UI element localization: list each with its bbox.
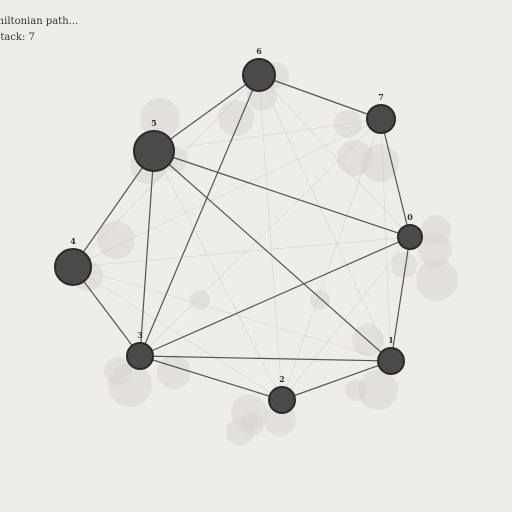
- node-6[interactable]: 6: [242, 46, 276, 92]
- node-2[interactable]: 2: [268, 374, 296, 414]
- ghost-trace: [108, 363, 152, 407]
- edge-0-1: [390, 236, 411, 362]
- status-line-1: Hamiltonian path...: [0, 16, 79, 27]
- ghost-edge: [72, 266, 392, 362]
- ghost-layer: [72, 62, 458, 446]
- edge-3-1: [139, 355, 392, 362]
- node-layer: 0 1 2 3 4 5 6 7: [54, 46, 423, 414]
- edge-layer: [72, 74, 411, 401]
- ghost-edge: [153, 118, 382, 152]
- node-1[interactable]: 1: [377, 335, 405, 375]
- ghost-trace: [358, 370, 398, 410]
- node-circle[interactable]: [126, 342, 154, 370]
- node-5[interactable]: 5: [133, 118, 175, 172]
- ghost-trace: [310, 290, 330, 310]
- ghost-trace: [345, 379, 367, 401]
- edge-3-0: [139, 236, 411, 357]
- edge-5-1: [153, 150, 392, 362]
- ghost-trace: [97, 221, 135, 259]
- ghost-edge: [281, 236, 411, 401]
- ghost-edge: [72, 236, 411, 268]
- edge-1-2: [281, 360, 392, 401]
- ghost-trace: [391, 252, 417, 278]
- edge-7-0: [380, 118, 411, 238]
- ghost-edge: [380, 118, 392, 362]
- edge-2-3: [139, 355, 283, 401]
- ghost-trace: [190, 290, 210, 310]
- node-label: 1: [388, 335, 394, 345]
- ghost-trace: [140, 98, 180, 138]
- node-label: 6: [256, 46, 262, 56]
- ghost-edge: [258, 74, 392, 362]
- ghost-edge: [72, 118, 382, 268]
- node-label: 5: [151, 118, 157, 128]
- status-text: Hamiltonian path... ch stack: 7: [0, 14, 78, 46]
- ghost-edge: [72, 266, 283, 401]
- node-circle[interactable]: [366, 104, 396, 134]
- edge-4-5: [72, 150, 155, 268]
- node-circle[interactable]: [242, 58, 276, 92]
- node-circle[interactable]: [397, 224, 423, 250]
- ghost-trace: [226, 418, 254, 446]
- edge-5-0: [153, 150, 411, 238]
- node-label: 0: [407, 212, 413, 222]
- ghost-trace: [416, 259, 458, 301]
- ghost-edge: [72, 74, 260, 268]
- ghost-trace: [361, 144, 399, 182]
- node-circle[interactable]: [377, 347, 405, 375]
- node-4[interactable]: 4: [54, 236, 92, 286]
- node-label: 7: [378, 92, 384, 102]
- ghost-edge: [281, 118, 382, 401]
- ghost-trace: [418, 233, 452, 267]
- node-label: 4: [70, 236, 76, 246]
- edge-6-7: [258, 74, 382, 120]
- node-circle[interactable]: [268, 386, 296, 414]
- node-circle[interactable]: [133, 130, 175, 172]
- edge-5-3: [139, 150, 155, 357]
- ghost-trace: [334, 110, 362, 138]
- edge-5-6: [153, 74, 260, 152]
- edge-6-3: [139, 74, 260, 357]
- ghost-trace: [157, 355, 191, 389]
- node-3[interactable]: 3: [126, 330, 154, 370]
- node-label: 3: [137, 330, 143, 340]
- node-7[interactable]: 7: [366, 92, 396, 134]
- status-line-2: ch stack: 7: [0, 32, 35, 43]
- ghost-edge: [258, 74, 283, 401]
- ghost-edge: [258, 74, 411, 238]
- ghost-edge: [139, 118, 382, 357]
- node-label: 2: [279, 374, 285, 384]
- node-circle[interactable]: [54, 248, 92, 286]
- node-0[interactable]: 0: [397, 212, 423, 250]
